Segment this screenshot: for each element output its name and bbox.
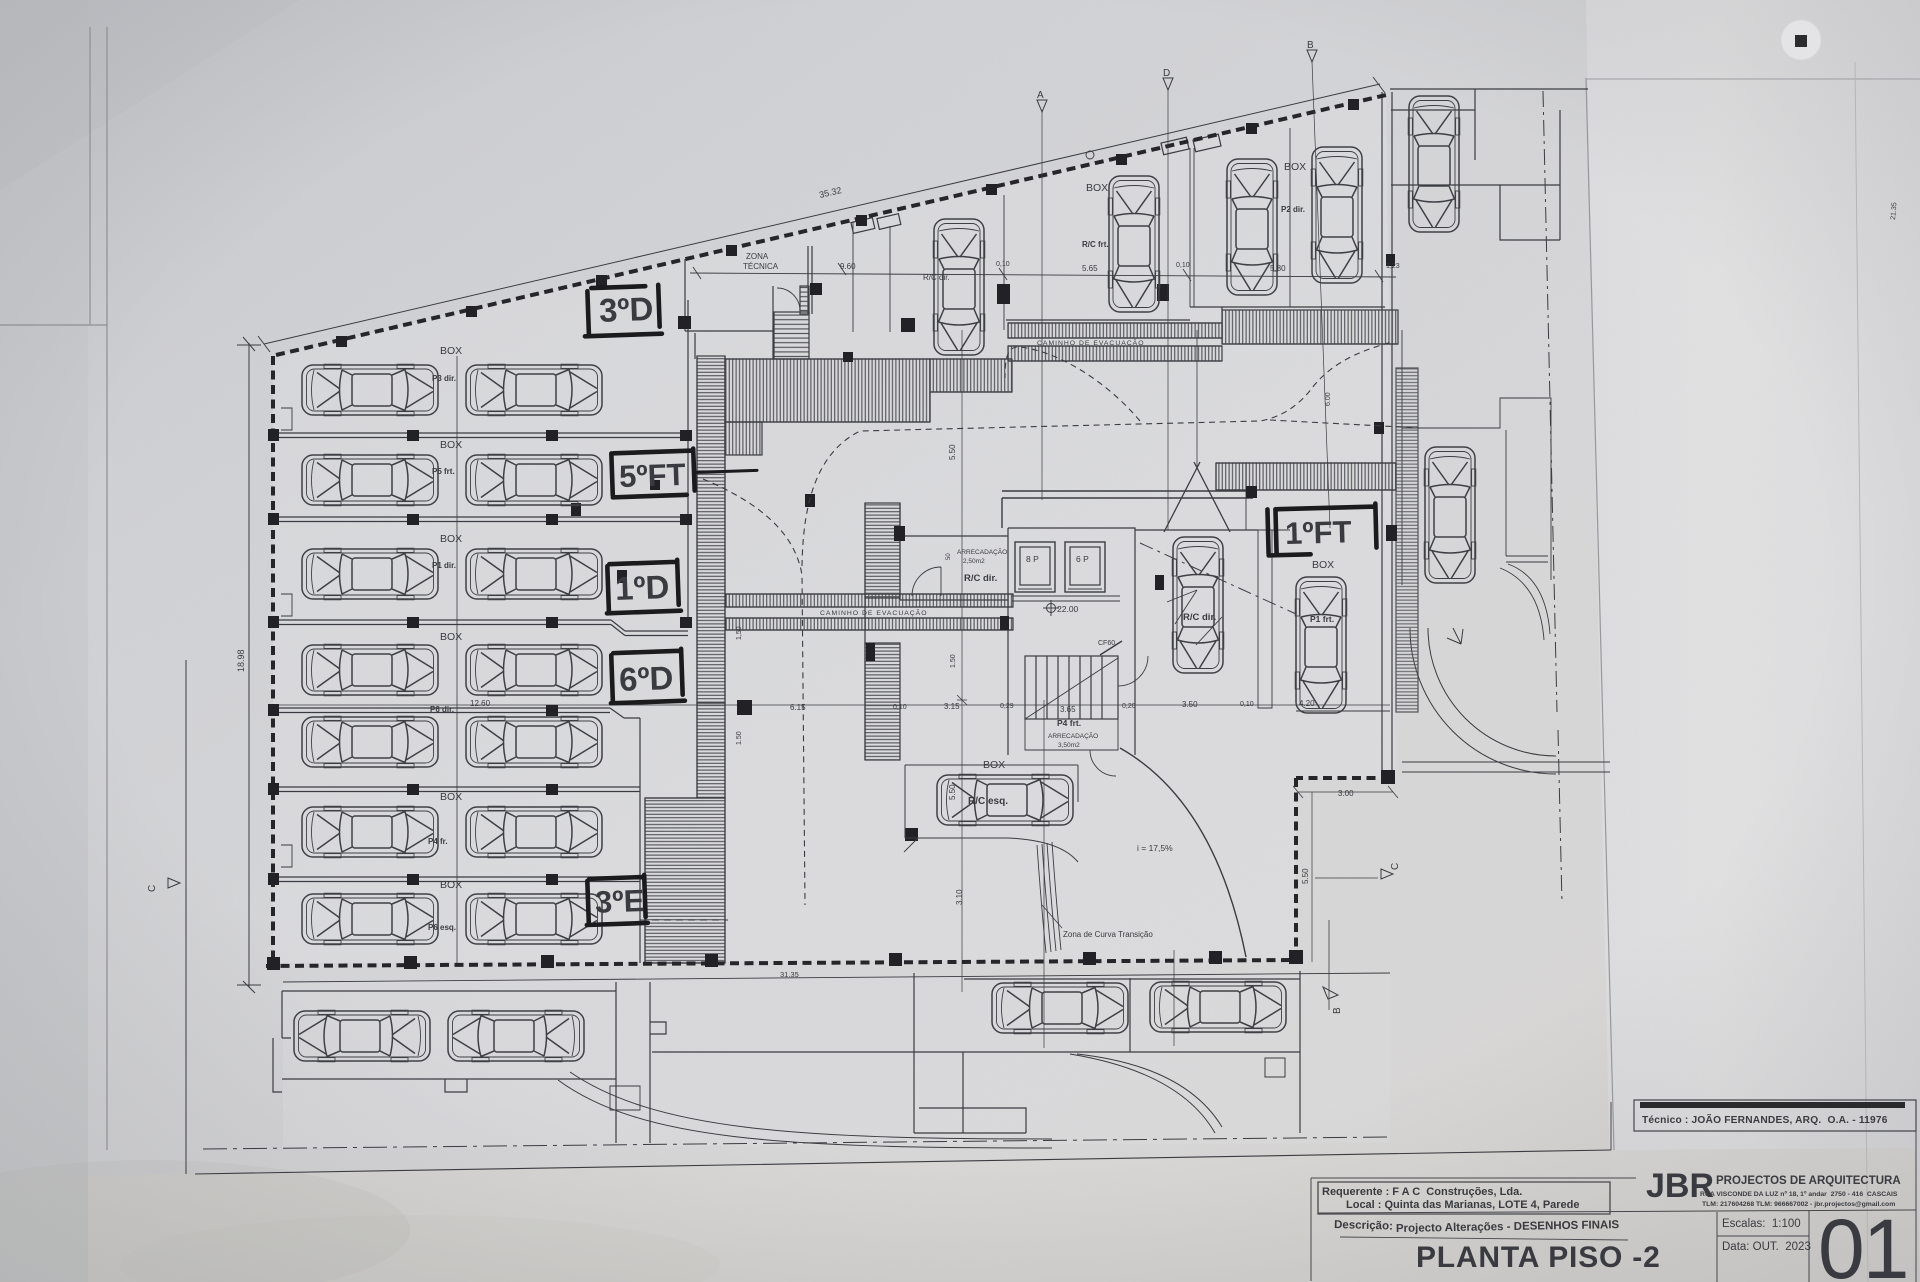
svg-text:R/C dir.: R/C dir. xyxy=(923,273,950,282)
svg-text:R/C dir.: R/C dir. xyxy=(1183,612,1216,623)
svg-text:5.50: 5.50 xyxy=(1301,868,1310,884)
svg-text:R/C esq.: R/C esq. xyxy=(968,796,1008,807)
svg-text:A: A xyxy=(1037,90,1044,101)
svg-text:8 P: 8 P xyxy=(1026,554,1039,564)
svg-text:31.35: 31.35 xyxy=(780,970,799,979)
svg-text:0,20: 0,20 xyxy=(1122,703,1136,710)
svg-text:3,50m2: 3,50m2 xyxy=(1058,742,1080,749)
svg-text:BOX: BOX xyxy=(440,345,462,357)
svg-text:1.50: 1.50 xyxy=(736,731,743,745)
svg-text:1ºFT: 1ºFT xyxy=(1285,514,1352,551)
svg-text:0,10: 0,10 xyxy=(893,704,907,711)
svg-text:B: B xyxy=(1307,40,1314,51)
svg-text:3.65: 3.65 xyxy=(1060,705,1076,714)
svg-text:R/C dir.: R/C dir. xyxy=(964,573,997,584)
svg-text:P6 dir.: P6 dir. xyxy=(430,705,454,714)
svg-text:Zona de Curva Transição: Zona de Curva Transição xyxy=(1063,930,1153,939)
svg-text:3ºD: 3ºD xyxy=(598,290,654,329)
svg-text:1,23: 1,23 xyxy=(1386,263,1400,270)
svg-text:BOX: BOX xyxy=(440,791,462,803)
svg-text:3.50: 3.50 xyxy=(1182,700,1198,709)
svg-text:6.15: 6.15 xyxy=(790,703,806,712)
svg-text:5.80: 5.80 xyxy=(1270,264,1286,273)
svg-text:BOX: BOX xyxy=(440,439,462,451)
svg-text:P5 frt.: P5 frt. xyxy=(432,467,455,476)
svg-text:Escalas: 1:100: Escalas: 1:100 xyxy=(1722,1218,1801,1230)
svg-text:BOX: BOX xyxy=(983,759,1005,771)
svg-text:P1 dir.: P1 dir. xyxy=(432,561,456,570)
svg-text:P3 dir.: P3 dir. xyxy=(432,374,456,383)
svg-text:P2 dir.: P2 dir. xyxy=(1281,205,1305,214)
svg-text:Técnico : JOÃO FERNANDES, ARQ.: Técnico : JOÃO FERNANDES, ARQ. O.A. - 11… xyxy=(1642,1113,1888,1126)
svg-text:PLANTA PISO -2: PLANTA PISO -2 xyxy=(1416,1241,1661,1274)
svg-text:BOX: BOX xyxy=(1086,182,1108,194)
svg-text:Local : Quinta das Marianas, L: Local : Quinta das Marianas, LOTE 4, Par… xyxy=(1346,1199,1580,1211)
svg-text:Data: OUT. 2023: Data: OUT. 2023 xyxy=(1722,1241,1811,1253)
svg-text:3ºE: 3ºE xyxy=(594,883,644,920)
svg-text:ARRECADAÇÃO: ARRECADAÇÃO xyxy=(957,547,1007,556)
svg-text:22.00: 22.00 xyxy=(1057,604,1079,614)
svg-text:5.65: 5.65 xyxy=(1082,264,1098,273)
svg-text:12.60: 12.60 xyxy=(470,699,491,708)
svg-text:1.50: 1.50 xyxy=(950,654,957,668)
svg-text:3.00: 3.00 xyxy=(1338,789,1354,798)
svg-text:35.32: 35.32 xyxy=(818,185,842,200)
svg-text:1ºD: 1ºD xyxy=(614,568,670,607)
svg-text:0,10: 0,10 xyxy=(1176,262,1190,269)
svg-text:Projecto Alterações - DESENHOS: Projecto Alterações - DESENHOS FINAIS xyxy=(1396,1219,1620,1235)
svg-text:C: C xyxy=(147,885,158,892)
svg-text:CF60: CF60 xyxy=(1098,640,1115,647)
svg-text:5.50: 5.50 xyxy=(948,784,957,800)
svg-text:2,50m2: 2,50m2 xyxy=(963,558,985,565)
svg-text:P6 esq.: P6 esq. xyxy=(428,923,456,932)
svg-text:i = 17,5%: i = 17,5% xyxy=(1137,843,1173,853)
svg-text:18.98: 18.98 xyxy=(236,649,246,672)
svg-text:CAMINHO DE EVACUAÇÃO: CAMINHO DE EVACUAÇÃO xyxy=(820,608,928,617)
svg-text:6ºD: 6ºD xyxy=(618,659,674,698)
svg-text:6 P: 6 P xyxy=(1076,554,1089,564)
svg-text:4.20: 4.20 xyxy=(1299,699,1315,708)
svg-text:ZONA: ZONA xyxy=(746,252,769,261)
svg-text:TÉCNICA: TÉCNICA xyxy=(743,262,779,271)
svg-text:TLM: 217604268 TLM: 966667002: TLM: 217604268 TLM: 966667002 - jbr.proj… xyxy=(1702,1201,1895,1208)
svg-text:0,29: 0,29 xyxy=(1000,703,1014,710)
svg-text:3.15: 3.15 xyxy=(944,702,960,711)
svg-text:3.10: 3.10 xyxy=(955,889,964,905)
svg-text:BOX: BOX xyxy=(440,879,462,891)
svg-text:D: D xyxy=(1163,68,1170,79)
svg-text:0,10: 0,10 xyxy=(996,261,1010,268)
svg-text:Descrição:: Descrição: xyxy=(1334,1219,1393,1233)
svg-text:9.60: 9.60 xyxy=(840,262,856,271)
svg-text:0,10: 0,10 xyxy=(1240,701,1254,708)
svg-text:1,50: 1,50 xyxy=(736,626,743,640)
svg-text:50: 50 xyxy=(946,553,952,560)
svg-text:6.00: 6.00 xyxy=(1325,392,1332,406)
svg-text:ARRECADAÇÃO: ARRECADAÇÃO xyxy=(1048,731,1098,740)
svg-text:21.35: 21.35 xyxy=(1890,202,1899,220)
svg-text:BOX: BOX xyxy=(1312,559,1334,571)
svg-text:R/C frt.: R/C frt. xyxy=(1082,240,1109,249)
svg-text:BOX: BOX xyxy=(1284,161,1306,173)
svg-text:P1 frt.: P1 frt. xyxy=(1310,614,1334,624)
svg-text:C: C xyxy=(1390,863,1401,870)
svg-text:Requerente : F A C Construçõe: Requerente : F A C Construções, Lda. xyxy=(1322,1186,1522,1198)
svg-text:JBR: JBR xyxy=(1646,1167,1714,1205)
svg-text:BOX: BOX xyxy=(440,533,462,545)
svg-text:CAMINHO DE EVACUAÇÃO: CAMINHO DE EVACUAÇÃO xyxy=(1037,338,1145,347)
svg-text:RUA VISCONDE DA LUZ nº 18, 1º: RUA VISCONDE DA LUZ nº 18, 1º andar 2750… xyxy=(1700,1191,1898,1198)
svg-text:5ºFT: 5ºFT xyxy=(619,457,687,494)
svg-text:5.50: 5.50 xyxy=(948,444,957,460)
svg-text:P4 frt.: P4 frt. xyxy=(1057,718,1081,728)
svg-text:PROJECTOS DE ARQUITECTURA: PROJECTOS DE ARQUITECTURA xyxy=(1716,1175,1901,1187)
svg-text:BOX: BOX xyxy=(440,631,462,643)
svg-text:01: 01 xyxy=(1818,1202,1907,1282)
svg-text:P4 fr.: P4 fr. xyxy=(428,837,448,846)
svg-text:B: B xyxy=(1332,1007,1343,1014)
